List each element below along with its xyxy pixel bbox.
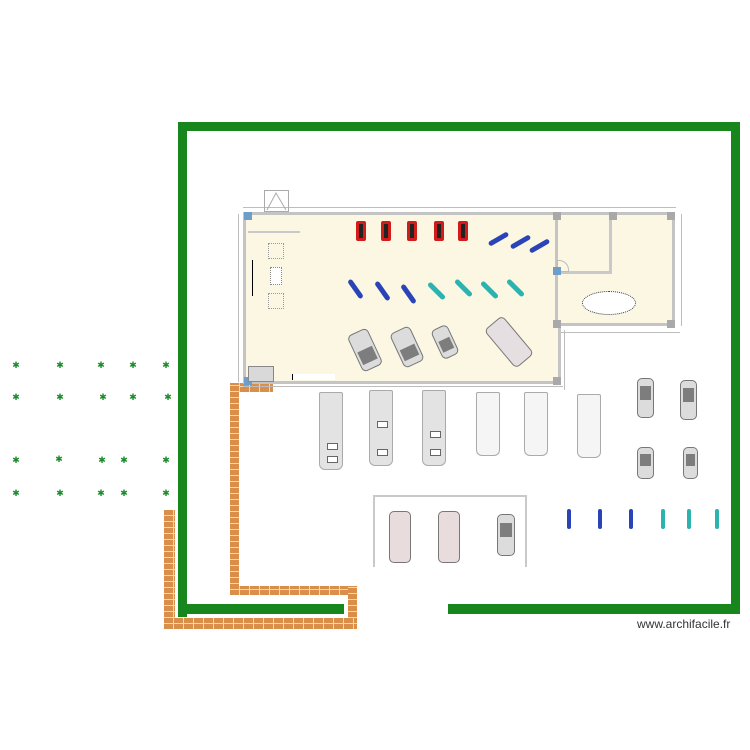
tree-icon: ✱ <box>99 392 107 402</box>
tree-icon: ✱ <box>162 360 170 370</box>
quad-vehicle <box>380 221 392 241</box>
tree-icon: ✱ <box>56 392 64 402</box>
hedge-left <box>178 122 187 617</box>
car-garage <box>438 511 460 563</box>
entrance-triangle-icon <box>266 191 287 211</box>
pillar <box>667 212 675 220</box>
small-room-wall-bottom <box>555 271 612 274</box>
pillar <box>553 212 561 220</box>
tree-icon: ✱ <box>120 488 128 498</box>
tree-icon: ✱ <box>12 360 20 370</box>
sink-unit <box>248 366 274 382</box>
bus <box>369 390 393 466</box>
hedge-bottom-left <box>178 604 344 614</box>
tree-icon: ✱ <box>12 392 20 402</box>
tree-icon: ✱ <box>129 392 137 402</box>
dimension-line-vertical-mid <box>564 330 565 390</box>
bicycle <box>715 509 719 529</box>
garage-shelter <box>373 495 527 567</box>
bicycle <box>661 509 665 529</box>
brick-wall-inner-left <box>230 383 239 595</box>
dimension-line-annex-bottom <box>560 332 680 333</box>
dimension-line-left <box>238 214 239 382</box>
pillar <box>553 267 561 275</box>
quad-vehicle <box>433 221 445 241</box>
bicycle <box>629 509 633 529</box>
car-parking <box>637 447 654 479</box>
hedge-top <box>178 122 740 131</box>
office-counter <box>248 231 300 233</box>
pillar <box>244 212 252 220</box>
tree-icon: ✱ <box>162 455 170 465</box>
pillar <box>553 320 561 328</box>
bus <box>476 392 500 456</box>
tree-icon: ✱ <box>97 360 105 370</box>
dimension-line-bottom <box>243 386 563 387</box>
quad-vehicle <box>355 221 367 241</box>
tree-icon: ✱ <box>55 454 63 464</box>
bicycle <box>598 509 602 529</box>
dimension-line-right-annex <box>681 214 682 326</box>
car-parking <box>637 378 654 418</box>
tree-icon: ✱ <box>120 455 128 465</box>
quad-vehicle <box>457 221 469 241</box>
brick-wall-outer-bottom <box>164 618 357 629</box>
bus <box>524 392 548 456</box>
brick-wall-top <box>230 383 273 392</box>
brick-wall-outer-left <box>164 510 175 629</box>
washbasin-oval <box>582 291 636 315</box>
car-parking <box>683 447 698 479</box>
pillar <box>609 212 617 220</box>
car-garage <box>497 514 515 556</box>
pillar <box>667 320 675 328</box>
tree-icon: ✱ <box>164 392 172 402</box>
bicycle <box>567 509 571 529</box>
dimension-line-top <box>243 207 676 208</box>
pillar <box>553 377 561 385</box>
tree-icon: ✱ <box>56 488 64 498</box>
car-parking <box>680 380 697 420</box>
desk <box>268 243 284 259</box>
entrance-door <box>264 190 289 212</box>
bicycle <box>687 509 691 529</box>
door-arc <box>557 260 569 272</box>
hedge-bottom-right <box>448 604 740 614</box>
tree-icon: ✱ <box>97 488 105 498</box>
tree-icon: ✱ <box>162 488 170 498</box>
brick-wall-inner-bottom <box>230 586 357 595</box>
brick-wall-right <box>348 586 357 629</box>
small-room-wall-right <box>609 212 612 274</box>
desk <box>270 267 282 285</box>
car-garage <box>389 511 411 563</box>
tree-icon: ✱ <box>129 360 137 370</box>
hedge-right <box>731 122 740 614</box>
tree-icon: ✱ <box>98 455 106 465</box>
desk <box>268 293 284 309</box>
wall-shelf <box>252 260 253 296</box>
bus <box>422 390 446 466</box>
tree-icon: ✱ <box>12 488 20 498</box>
bus <box>319 392 343 470</box>
bus <box>577 394 601 458</box>
quad-vehicle <box>406 221 418 241</box>
bench <box>292 374 335 380</box>
tree-icon: ✱ <box>56 360 64 370</box>
tree-icon: ✱ <box>12 455 20 465</box>
watermark-link[interactable]: www.archifacile.fr <box>637 617 731 631</box>
